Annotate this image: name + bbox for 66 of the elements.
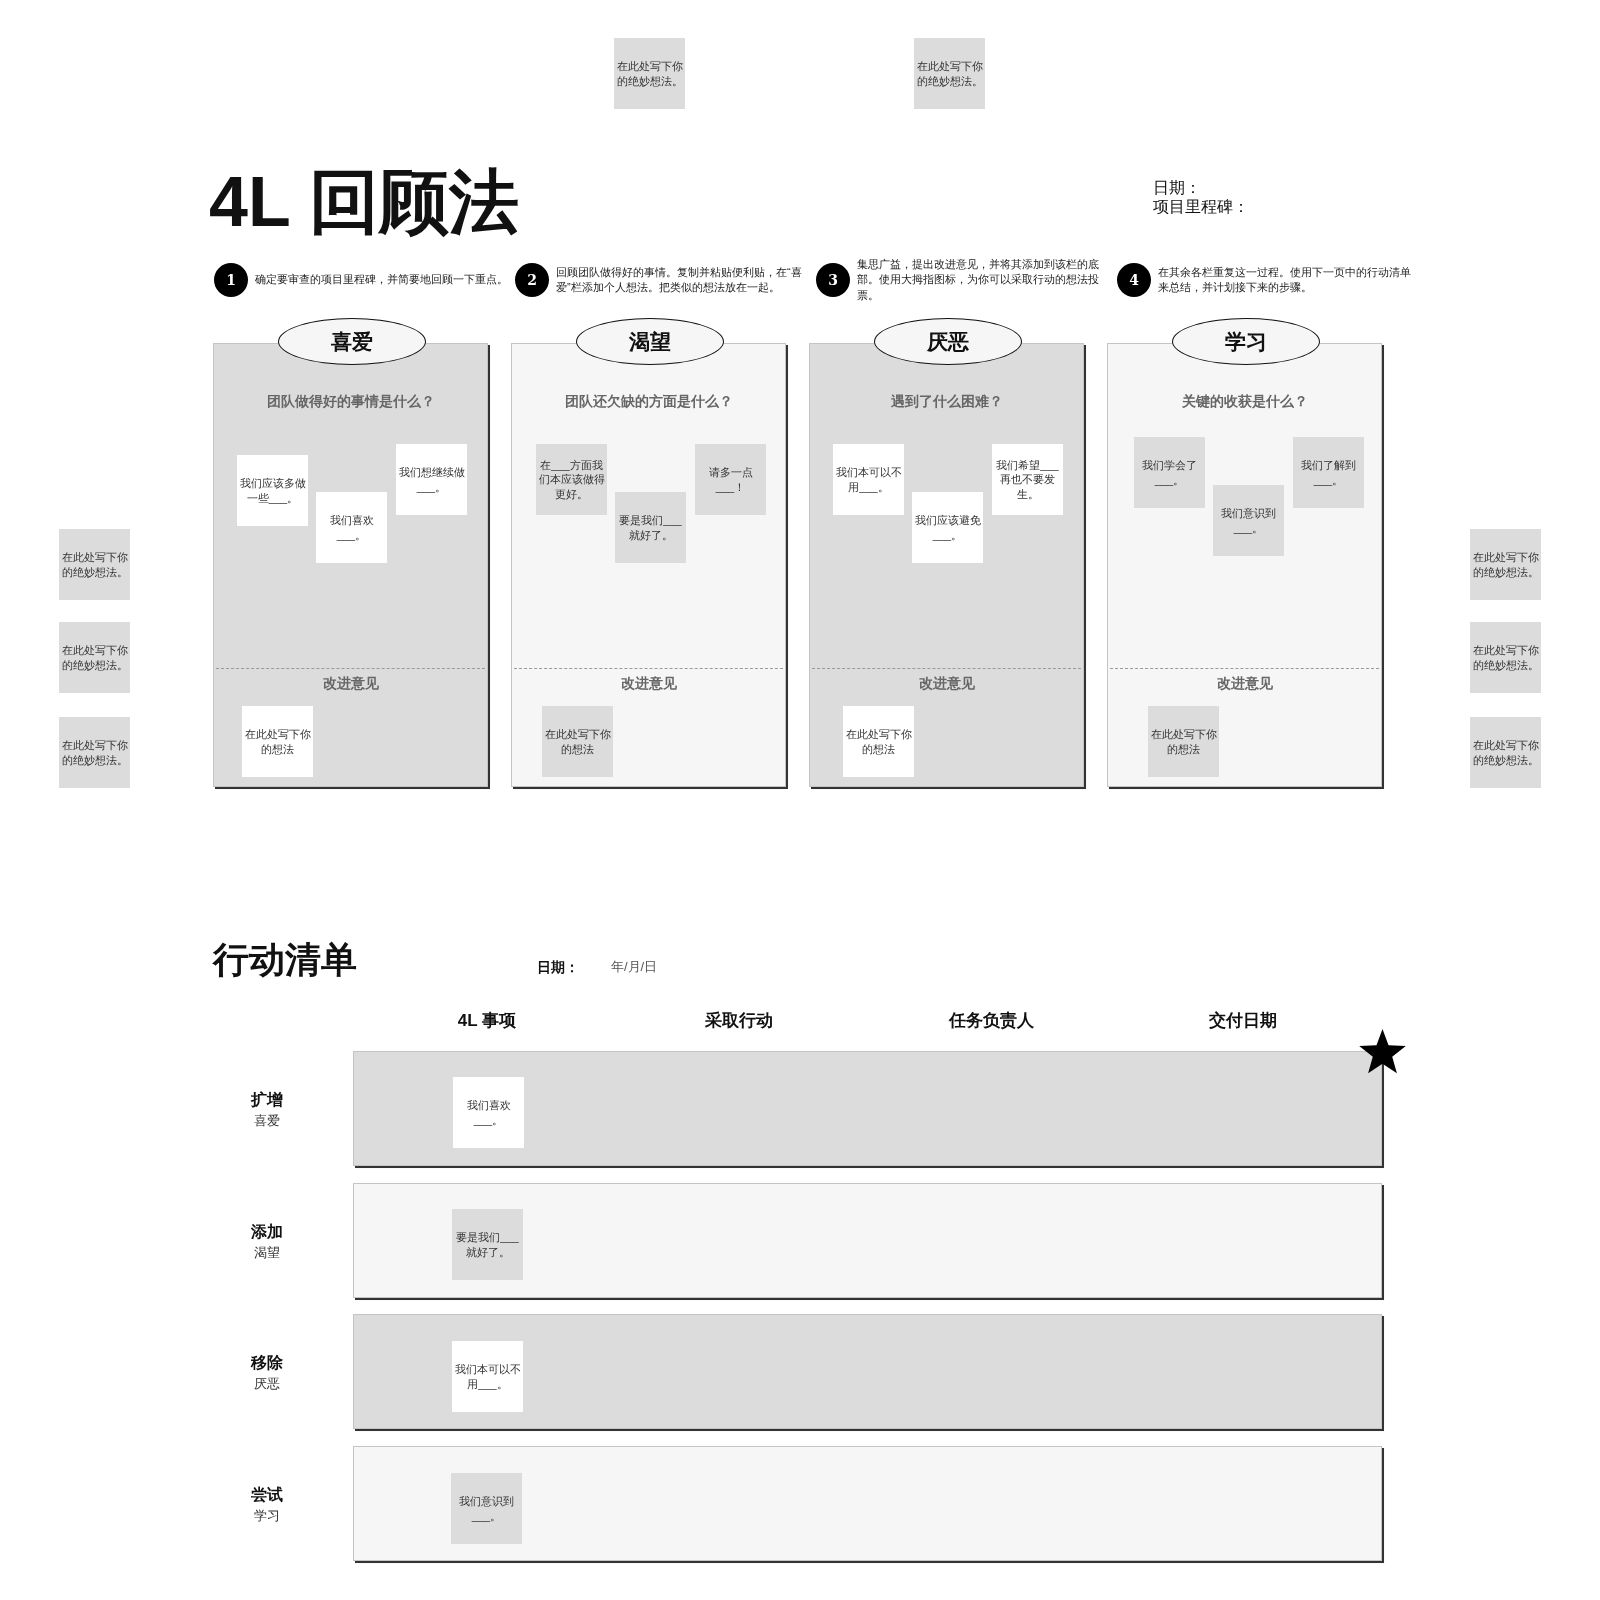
action-row bbox=[353, 1183, 1382, 1298]
sticky-note: 在___方面我们本应该做得更好。 bbox=[536, 444, 607, 515]
section-title: 行动清单 bbox=[213, 938, 357, 982]
sticky-note: 在此处写下你的绝妙想法。 bbox=[1470, 717, 1541, 788]
sticky-note: 在此处写下你的绝妙想法。 bbox=[1470, 529, 1541, 600]
sticky-note: 我们本可以不用___。 bbox=[452, 1341, 523, 1412]
sticky-note: 我们应该避免___。 bbox=[912, 492, 983, 563]
action-row bbox=[353, 1446, 1382, 1561]
step-description: 确定要审查的项目里程碑，并简要地回顾一下重点。 bbox=[255, 272, 508, 288]
number-circle: 1 bbox=[214, 263, 248, 297]
sticky-note: 我们喜欢___。 bbox=[453, 1077, 524, 1148]
row-title: 扩增 bbox=[251, 1089, 283, 1110]
step-description: 回顾团队做得好的事情。复制并粘贴便利贴，在“喜爱”栏添加个人想法。把类似的想法放在一起。 bbox=[556, 264, 803, 295]
sticky-note: 在此处写下你的想法 bbox=[542, 706, 613, 777]
section-heading: 改进意见 bbox=[918, 675, 975, 693]
sticky-note: 我们了解到___。 bbox=[1293, 437, 1364, 508]
sticky-note: 我们想继续做___。 bbox=[396, 444, 467, 515]
row-subtitle: 学习 bbox=[254, 1507, 280, 1525]
number-circle: 3 bbox=[816, 263, 850, 297]
row-title: 移除 bbox=[251, 1352, 283, 1373]
sticky-note: 在此处写下你的想法 bbox=[1148, 706, 1219, 777]
sticky-note: 在此处写下你的绝妙想法。 bbox=[1470, 622, 1541, 693]
page-title: 4L 回顾法 bbox=[209, 163, 519, 241]
sticky-note: 在此处写下你的想法 bbox=[242, 706, 313, 777]
row-title: 添加 bbox=[251, 1221, 283, 1242]
sticky-note: 在此处写下你的绝妙想法。 bbox=[59, 622, 130, 693]
column-header: 4L 事项 bbox=[457, 1010, 517, 1032]
column-header: 任务负责人 bbox=[948, 1010, 1034, 1032]
sticky-note: 我们喜欢___。 bbox=[316, 492, 387, 563]
action-row bbox=[353, 1051, 1382, 1166]
number-circle: 4 bbox=[1117, 263, 1151, 297]
sticky-note: 在此处写下你的绝妙想法。 bbox=[59, 529, 130, 600]
date-label: 日期： bbox=[1153, 178, 1201, 198]
row-subtitle: 厌恶 bbox=[254, 1375, 280, 1393]
action-row bbox=[353, 1314, 1382, 1429]
sticky-note: 我们学会了___。 bbox=[1134, 437, 1205, 508]
date-label: 日期： bbox=[537, 958, 579, 976]
step-description: 在其余各栏重复这一过程。使用下一页中的行动清单来总结，并计划接下来的步骤。 bbox=[1158, 264, 1412, 295]
row-subtitle: 喜爱 bbox=[254, 1112, 280, 1130]
section-heading: 改进意见 bbox=[1216, 675, 1273, 693]
sticky-note: 我们希望___再也不要发生。 bbox=[992, 444, 1063, 515]
sticky-note: 我们意识到___。 bbox=[1213, 485, 1284, 556]
sticky-note: 我们本可以不用___。 bbox=[833, 444, 904, 515]
column-question: 遇到了什么困难？ bbox=[890, 393, 1003, 411]
sticky-note: 在此处写下你的绝妙想法。 bbox=[59, 717, 130, 788]
number-circle: 2 bbox=[515, 263, 549, 297]
row-subtitle: 渴望 bbox=[254, 1244, 280, 1262]
column-question: 关键的收获是什么？ bbox=[1181, 393, 1308, 411]
date-field: 年/月/日 bbox=[611, 959, 658, 975]
sticky-note: 请多一点___！ bbox=[695, 444, 766, 515]
sticky-note: 我们意识到___。 bbox=[451, 1473, 522, 1544]
column-header: 采取行动 bbox=[705, 1010, 773, 1032]
sticky-note: 在此处写下你的绝妙想法。 bbox=[914, 38, 985, 109]
sticky-note: 要是我们___就好了。 bbox=[615, 492, 686, 563]
section-heading: 改进意见 bbox=[322, 675, 379, 693]
sticky-note: 要是我们___就好了。 bbox=[452, 1209, 523, 1280]
step-description: 集思广益，提出改进意见，并将其添加到该栏的底部。使用大拇指图标，为你可以采取行动的想法投票。 bbox=[857, 256, 1100, 303]
sticky-note: 我们应该多做一些___。 bbox=[237, 455, 308, 526]
column-header: 交付日期 bbox=[1209, 1010, 1277, 1032]
row-title: 尝试 bbox=[251, 1484, 283, 1505]
column-question: 团队还欠缺的方面是什么？ bbox=[564, 393, 733, 411]
sticky-note: 在此处写下你的绝妙想法。 bbox=[614, 38, 685, 109]
sticky-note: 在此处写下你的想法 bbox=[843, 706, 914, 777]
milestone-label: 项目里程碑： bbox=[1153, 197, 1249, 217]
section-heading: 改进意见 bbox=[620, 675, 677, 693]
column-question: 团队做得好的事情是什么？ bbox=[266, 393, 435, 411]
